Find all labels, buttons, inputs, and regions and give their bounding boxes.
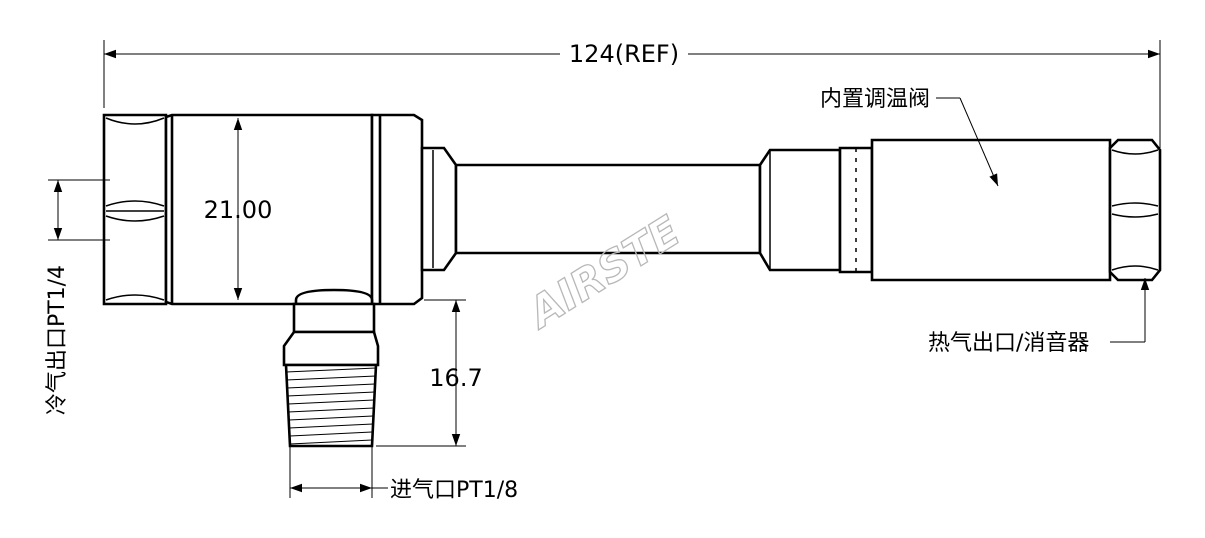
hot-outlet-label: 热气出口/消音器 <box>928 331 1089 356</box>
body-diameter-value: 21.00 <box>204 196 273 224</box>
overall-length-value: 124(REF) <box>569 40 679 68</box>
inlet-fitting <box>282 288 380 448</box>
overall-length-dimension: 124(REF) <box>103 40 1161 148</box>
thermostatic-valve-callout: 内置调温阀 <box>820 87 999 187</box>
inlet-thread <box>285 367 377 445</box>
inlet-label: 进气口PT1/8 <box>390 478 518 503</box>
cold-outlet-hex-nut <box>102 113 168 306</box>
cold-outlet-port-dimension <box>48 179 110 241</box>
thermostatic-valve-body <box>870 138 1112 282</box>
inlet-height-value: 16.7 <box>429 364 482 392</box>
hot-outlet-hex-cap <box>1108 138 1162 282</box>
inlet-height-dimension: 16.7 <box>376 299 483 447</box>
body-diameter-dimension: 21.00 <box>204 118 273 300</box>
main-body <box>164 113 424 306</box>
tube-adapter <box>758 146 874 274</box>
tube-collar <box>420 146 458 272</box>
inlet-width-dimension: 进气口PT1/8 <box>289 446 518 503</box>
cold-outlet-label: 冷气出口PT1/4 <box>45 265 70 415</box>
thermostatic-valve-label: 内置调温阀 <box>820 87 930 112</box>
hot-outlet-callout: 热气出口/消音器 <box>928 278 1150 356</box>
